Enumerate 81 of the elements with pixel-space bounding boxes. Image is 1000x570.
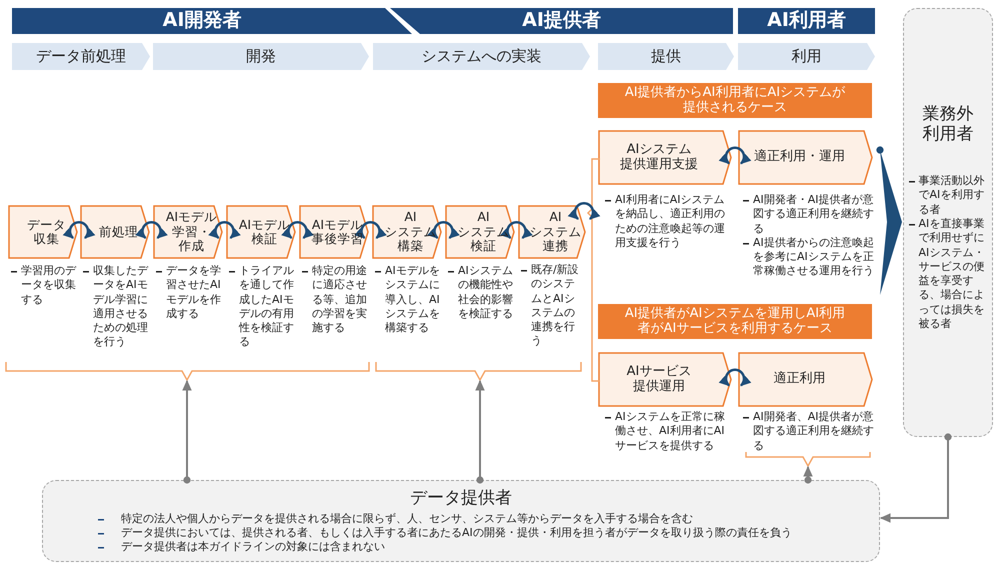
phase-tab [12, 43, 150, 70]
cycle-arrow [281, 221, 314, 239]
cycle-arrow [718, 368, 752, 386]
process-label: 前処理 [98, 224, 139, 240]
description-text: AI利用者にAIシステムを納品し、適正利用のための注意喚起等の運用支援を行う [604, 193, 734, 250]
bullet-text: データ提供においては、提供される者、もしくは入手する者にあたるAIの開発・提供・利用を担う者がデータを取り扱う際の責任を負う [86, 526, 879, 540]
arrow [475, 380, 485, 484]
cycle-arrow [354, 221, 387, 239]
bullet-text: 特定の法人や個人からデータを提供される場合に限らず、人、センサ、システム等からデータを入手する場合を含む [86, 512, 879, 526]
process-step [299, 205, 369, 259]
process-label: 適正利用 [772, 372, 826, 387]
process-label: AIモデル検証 [238, 218, 290, 246]
bracket [5, 362, 370, 380]
process-step [738, 130, 873, 185]
description-text: 収集したデータをAIモデル学習に適用させるための処理を行う [82, 264, 148, 350]
phase-label: システムへの実装 [422, 48, 542, 66]
process-label: AIサービス提供運用 [626, 364, 692, 394]
phase-tab [153, 43, 369, 70]
process-label: 適正利用・運用 [753, 150, 846, 165]
role-title: AI開発者 [162, 10, 242, 32]
process-label: AIシステム提供運用支援 [619, 142, 699, 172]
provider-box [42, 480, 880, 562]
phase-tab [373, 43, 590, 70]
process-step [226, 205, 296, 259]
case-banner [598, 83, 872, 118]
role-header [738, 8, 875, 34]
role-header [12, 8, 412, 34]
direction-chevron [876, 146, 902, 295]
process-step [598, 130, 732, 185]
bullet-text: 事業活動以外でAIを利用する者 [908, 174, 988, 217]
phase-label: 開発 [246, 48, 276, 66]
phase-label: データ前処理 [36, 48, 126, 66]
process-step [153, 205, 223, 259]
box-title: データ提供者 [409, 489, 513, 509]
process-step [598, 352, 732, 407]
bracket [745, 452, 871, 466]
user-box [903, 8, 993, 437]
role-title: AI利用者 [767, 10, 846, 32]
process-label: データ収集 [26, 218, 67, 246]
cycle-arrow [208, 221, 241, 239]
description-text: AI開発者・AI提供者が意図する適正利用を継続する [742, 193, 874, 236]
case-label: AI提供者がAIシステムを運用しAI利用者がAIサービスを利用するケース [624, 306, 846, 336]
description-text: AIシステムの機能性や社会的影響を検証する [447, 264, 515, 322]
process-step [445, 205, 515, 259]
description-text: AI提供者からの注意喚起を参考にAIシステムを正常稼働させる運用を行う [742, 236, 874, 279]
phase-tab [598, 43, 734, 70]
description-text: 既存/新設のシステムとAIシステムの連携を行う [520, 263, 580, 349]
process-step [372, 205, 442, 259]
description-text: データを学習させたAIモデルを作成する [155, 264, 221, 322]
description-text: AIシステムを正常に稼働させ、AI利用者にAIサービスを提供する [604, 410, 734, 453]
description-text: トライアルを通して作成したAIモデルの有用性を検証する [228, 264, 296, 350]
bracket [375, 362, 582, 380]
cycle-arrow [62, 221, 96, 239]
phase-tab [738, 43, 875, 70]
description-text: AI開発者、AI提供者が意図する適正利用を継続する [742, 410, 874, 453]
cycle-arrow [718, 146, 752, 164]
cycle-arrow [568, 202, 600, 220]
process-label: AIモデル事後学習 [312, 218, 364, 246]
description-text: AIモデルをシステムに導入し、AIシステムを構築する [374, 264, 442, 336]
bullet-text: データ提供者は本ガイドラインの対象には含まれない [86, 540, 879, 554]
phase-label: 提供 [651, 48, 681, 66]
cycle-arrow [135, 221, 168, 239]
role-header [390, 8, 733, 34]
process-step [518, 205, 586, 259]
phase-label: 利用 [792, 48, 822, 66]
description-text: 学習用のデータを収集する [10, 264, 76, 307]
bullet-text: AIを直接事業で利用せずにAIシステム・サービスの便益を享受する、場合によっては損失を被る者 [908, 216, 988, 332]
description-text: 特定の用途に適応させる等、追加の学習を実施する [301, 264, 369, 336]
arrow [880, 433, 952, 523]
box-title: 業務外利用者 [922, 105, 974, 144]
process-step [8, 205, 78, 259]
bracket [588, 158, 600, 382]
arrow [803, 466, 813, 484]
case-banner [598, 304, 872, 339]
process-step [80, 205, 150, 259]
arrow [182, 380, 192, 484]
case-label: AI提供者からAI利用者にAIシステムが提供されるケース [624, 86, 846, 116]
process-step [738, 352, 873, 407]
process-label: AIモデル学習・作成 [166, 210, 218, 254]
role-title: AI提供者 [522, 10, 601, 32]
process-label: AIシステム連携 [530, 210, 582, 254]
